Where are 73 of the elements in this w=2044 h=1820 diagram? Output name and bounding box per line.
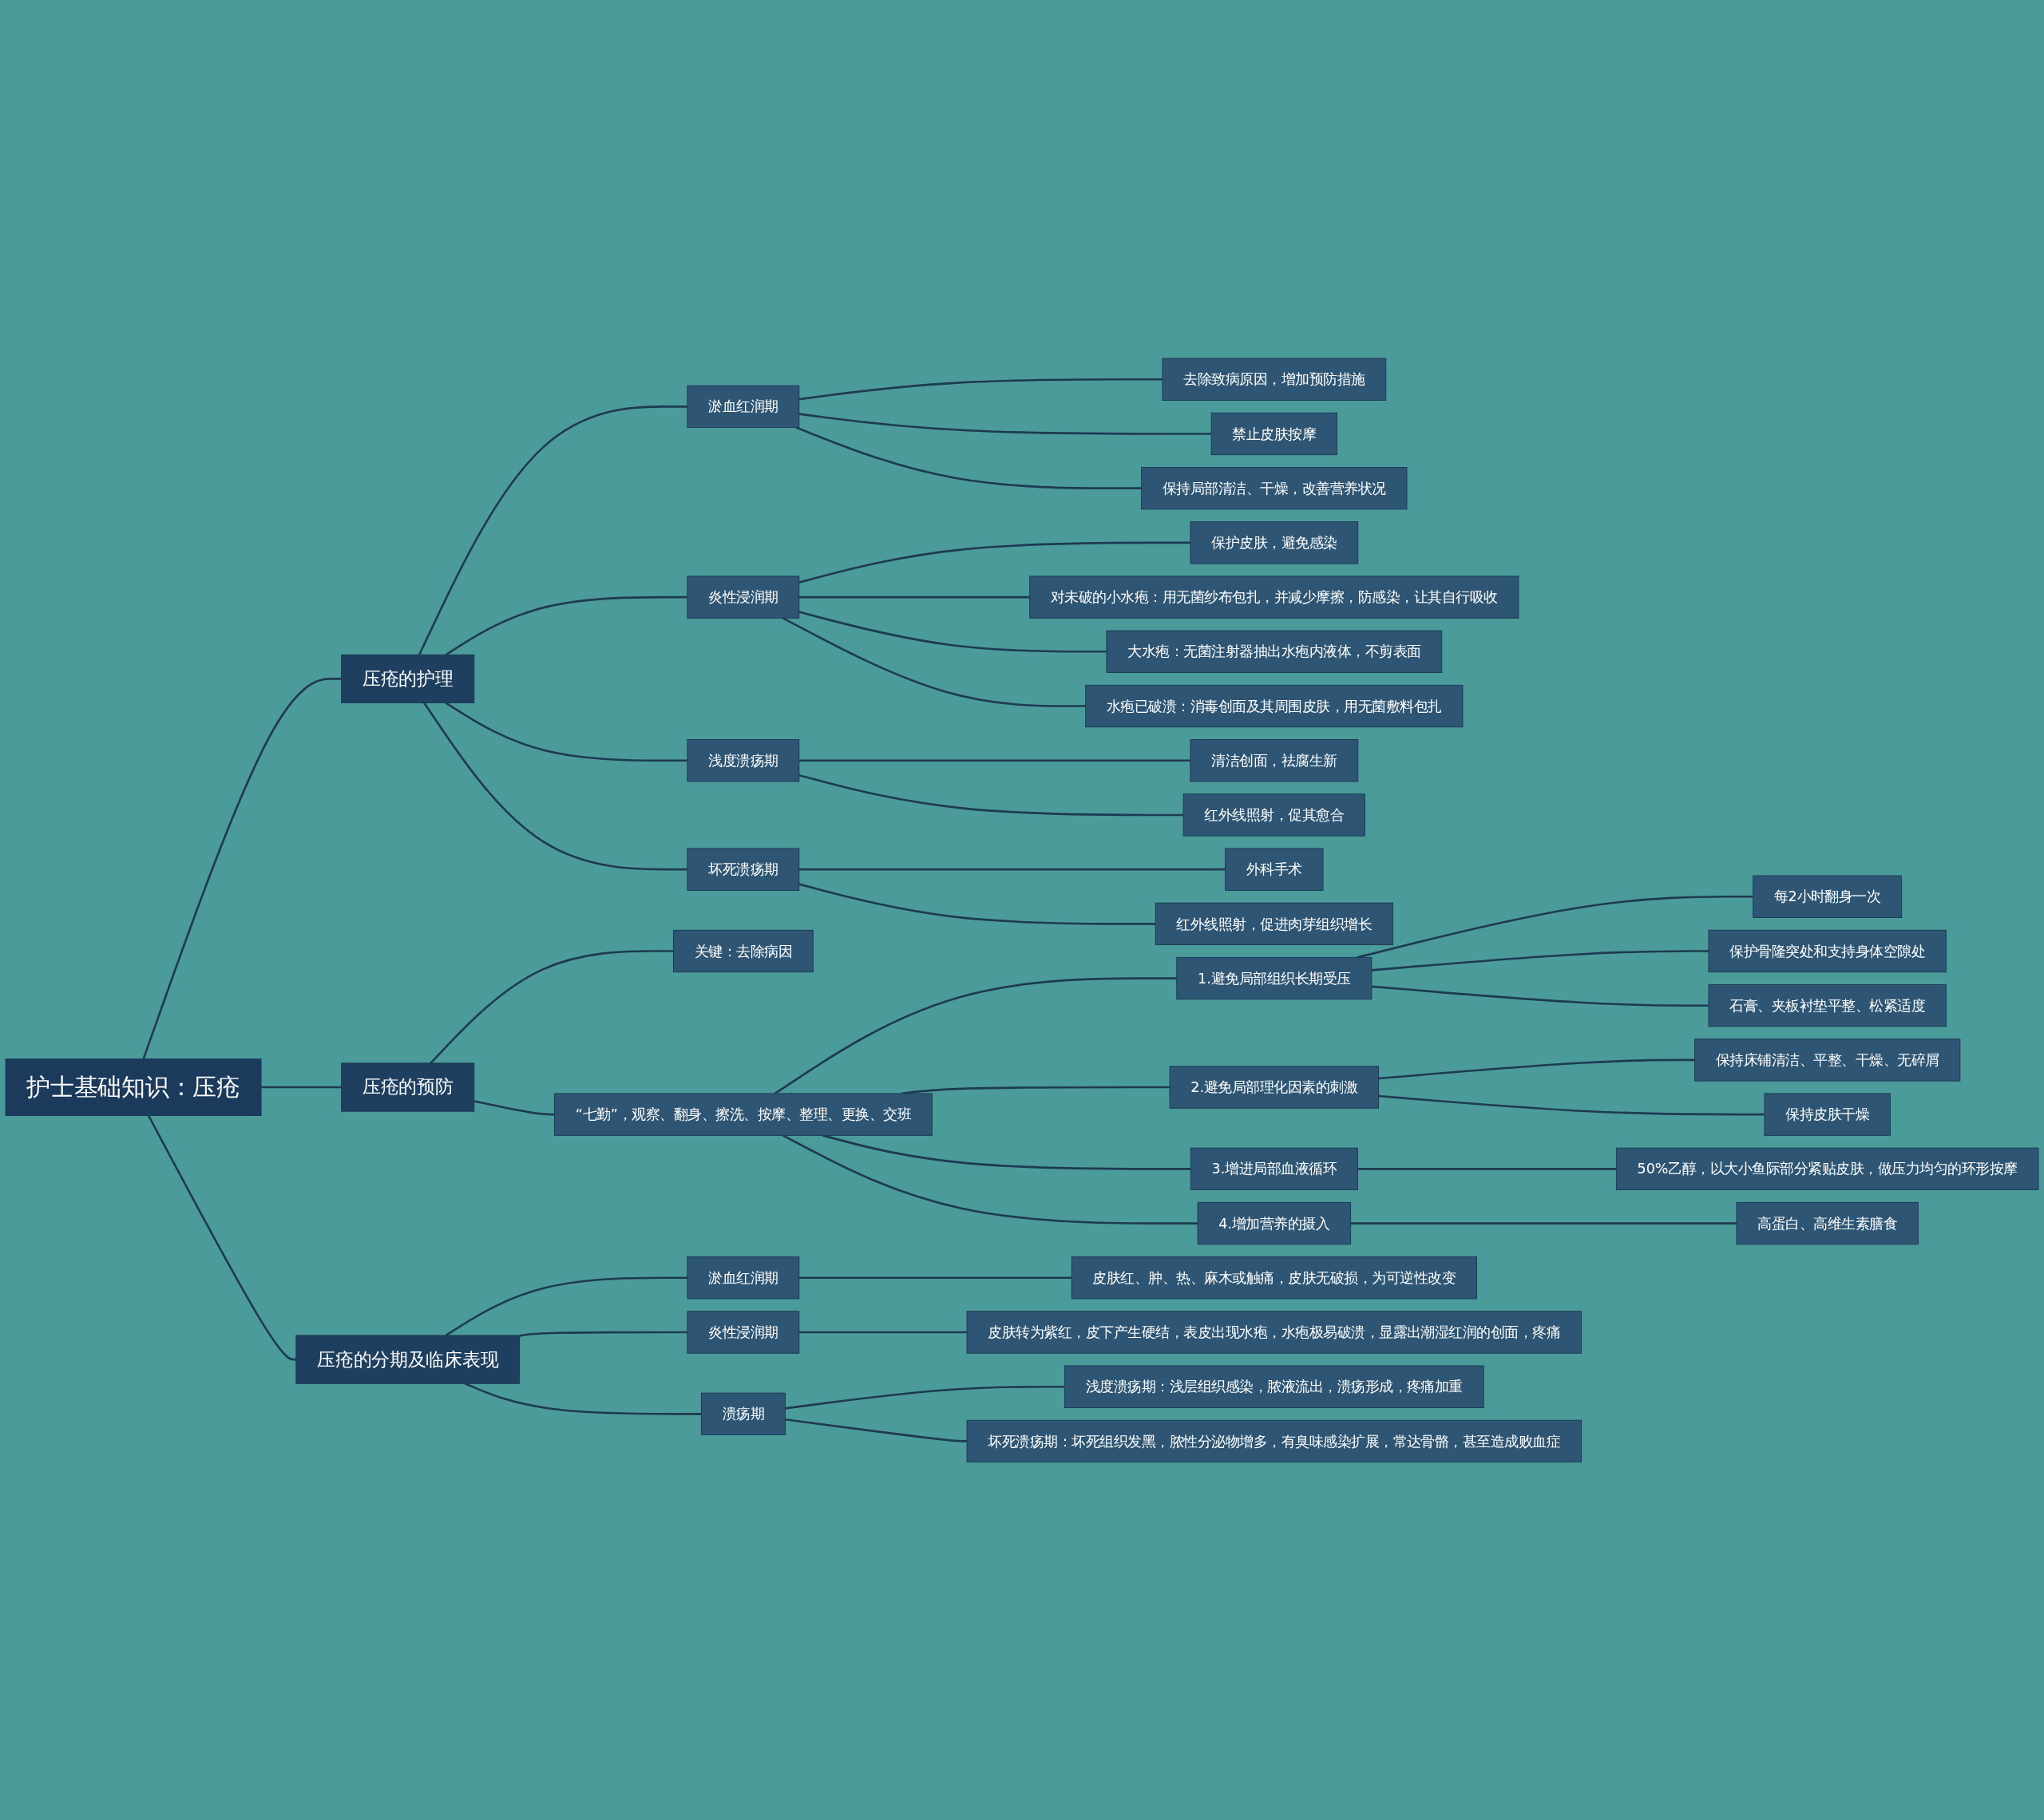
connector xyxy=(1357,1167,1617,1170)
node-box: 保护骨隆突处和支持身体空隙处 xyxy=(1708,929,1947,972)
node-box: 坏死溃疡期：坏死组织发黑，脓性分泌物增多，有臭味感染扩展，常达骨骼，甚至造成败血症 xyxy=(966,1419,1583,1462)
node-box: 禁止皮肤按摩 xyxy=(1210,412,1337,455)
connector xyxy=(798,1276,1072,1279)
connector xyxy=(519,1331,687,1337)
connector xyxy=(798,541,1190,584)
node-box: 保护皮肤，避免感染 xyxy=(1190,520,1359,564)
connector xyxy=(430,949,674,1064)
connector xyxy=(423,702,687,871)
connector xyxy=(1378,1058,1695,1080)
connector xyxy=(142,677,342,1059)
connector xyxy=(774,976,1177,1094)
connector xyxy=(1378,1094,1765,1116)
connector xyxy=(473,1099,555,1116)
connector xyxy=(798,774,1184,816)
connector xyxy=(785,1385,1065,1410)
node-box: 淤血红润期 xyxy=(687,1256,800,1300)
node-box: 3.增进局部血液循环 xyxy=(1190,1147,1358,1190)
node-box: 关键：去除病因 xyxy=(672,929,814,972)
connector xyxy=(464,1382,702,1415)
node-box: 外科手术 xyxy=(1225,848,1324,891)
connector xyxy=(798,378,1163,401)
connector xyxy=(261,1086,342,1088)
node-box: 淤血红润期 xyxy=(687,385,800,428)
connector xyxy=(418,405,687,655)
node-box: 高蛋白、高维生素膳食 xyxy=(1736,1201,1919,1244)
node-box: 石膏、夹板衬垫平整、松紧适度 xyxy=(1708,983,1947,1027)
node-box: 4.增加营养的摄入 xyxy=(1197,1201,1352,1244)
node-box: 保持床铺清洁、平整、干燥、无碎屑 xyxy=(1694,1038,1961,1082)
connector xyxy=(785,1418,968,1442)
connector xyxy=(1350,1221,1737,1225)
node-box: 护士基础知识：压疮 xyxy=(5,1058,262,1116)
connector xyxy=(1371,985,1709,1007)
node-box: 去除致病原因，增加预防措施 xyxy=(1162,358,1387,401)
node-box: 保持局部清洁、干燥，改善营养状况 xyxy=(1141,466,1408,509)
node-box: 1.避免局部组织长期受压 xyxy=(1176,956,1373,999)
connector xyxy=(795,426,1142,489)
node-box: 浅度溃疡期：浅层组织感染，脓液流出，溃疡形成，疼痛加重 xyxy=(1064,1365,1484,1408)
node-box: 压疮的护理 xyxy=(341,654,475,703)
connector xyxy=(798,868,1226,871)
node-box: 红外线照射，促其愈合 xyxy=(1182,793,1365,837)
node-box: 2.避免局部理化因素的刺激 xyxy=(1169,1066,1380,1109)
node-box: 坏死溃疡期 xyxy=(687,848,800,891)
connector xyxy=(798,883,1156,925)
connector xyxy=(445,1276,687,1336)
node-box: 炎性浸润期 xyxy=(687,576,800,619)
node-box: 红外线照射，促进肉芽组织增长 xyxy=(1155,902,1393,945)
connector xyxy=(798,412,1212,435)
node-box: 炎性浸润期 xyxy=(687,1311,800,1354)
connector xyxy=(798,610,1107,653)
node-box: 浅度溃疡期 xyxy=(687,738,800,782)
node-box: 压疮的预防 xyxy=(341,1062,475,1112)
node-box: 压疮的分期及临床表现 xyxy=(295,1335,521,1384)
node-box: 皮肤转为紫红，皮下产生硬结，表皮出现水疱，水疱极易破溃，显露出潮湿红润的创面，疼痛 xyxy=(966,1311,1583,1354)
node-box: 保持皮肤干燥 xyxy=(1764,1093,1891,1136)
connector xyxy=(798,759,1190,762)
node-box: 对未破的小水疱：用无菌纱布包扎，并减少摩擦，防感染，让其自行吸收 xyxy=(1029,576,1519,619)
connector xyxy=(1371,949,1709,971)
connector xyxy=(798,595,1030,599)
node-box: 50%乙醇，以大小鱼际部分紧贴皮肤，做压力均匀的环形按摩 xyxy=(1615,1147,2039,1190)
node-box: 大水疱：无菌注射器抽出水疱内液体，不剪表面 xyxy=(1106,630,1443,673)
connector xyxy=(1357,895,1753,959)
node-box: 水疱已破溃：消毒创面及其周围皮肤，用无菌敷料包扎 xyxy=(1085,684,1464,727)
node-box: “七勤”，观察、翻身、擦洗、按摩、整理、更换、交班 xyxy=(553,1093,933,1136)
connector xyxy=(798,1331,968,1333)
connector xyxy=(445,595,687,655)
node-box: 皮肤红、肿、热、麻木或触痛，皮肤无破损，为可逆性改变 xyxy=(1071,1256,1477,1300)
node-box: 清洁创面，祛腐生新 xyxy=(1190,738,1359,782)
connector xyxy=(445,702,687,762)
node-box: 溃疡期 xyxy=(700,1392,786,1435)
node-box: 每2小时翻身一次 xyxy=(1753,875,1903,918)
connector xyxy=(147,1114,296,1361)
